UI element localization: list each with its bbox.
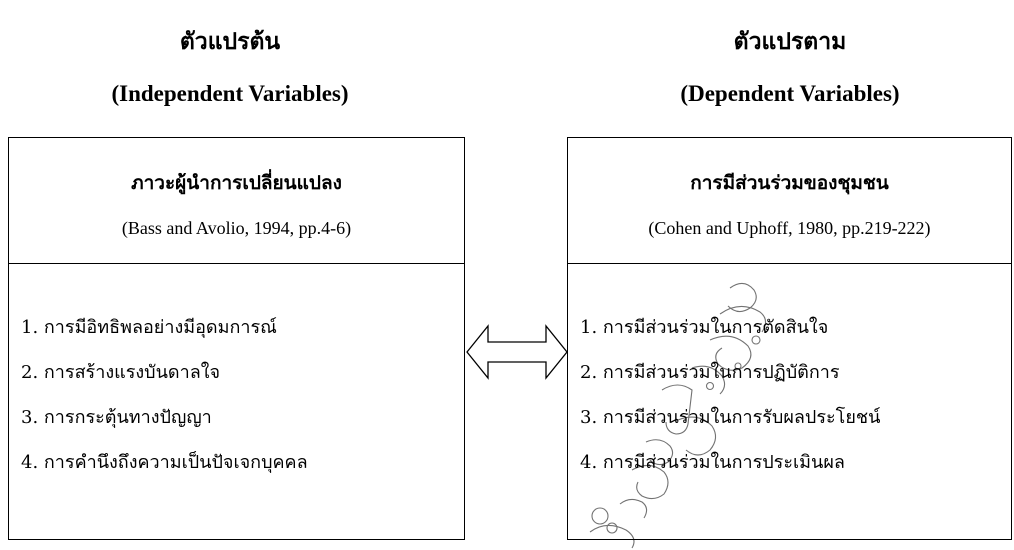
list-item: 2. การสร้างแรงบันดาลใจ [21, 362, 221, 383]
independent-variable-list: 1. การมีอิทธิพลอย่างมีอุดมการณ์ 2. การสร… [21, 316, 456, 496]
independent-box-citation: (Bass and Avolio, 1994, pp.4-6) [121, 218, 352, 238]
dependent-variable-list: 1. การมีส่วนร่วมในการตัดสินใจ 2. การมีส่… [580, 316, 1003, 496]
independent-box-header: ภาวะผู้นำการเปลี่ยนแปลง (Bass and Avolio… [9, 138, 464, 264]
list-item: 2. การมีส่วนร่วมในการปฏิบัติการ [580, 362, 840, 383]
list-item: 4. การคำนึงถึงความเป็นปัจเจกบุคคล [21, 452, 308, 473]
independent-heading-english: (Independent Variables) [111, 81, 349, 106]
dependent-box-header: การมีส่วนร่วมของชุมชน (Cohen and Uphoff,… [568, 138, 1011, 264]
independent-heading-thai: ตัวแปรต้น [179, 28, 281, 55]
dependent-box-title: การมีส่วนร่วมของชุมชน [690, 172, 889, 194]
list-item: 3. การกระตุ้นทางปัญญา [21, 407, 212, 428]
list-item: 4. การมีส่วนร่วมในการประเมินผล [580, 452, 845, 473]
double-arrow-icon [466, 324, 568, 380]
independent-box-title: ภาวะผู้นำการเปลี่ยนแปลง [131, 172, 342, 194]
list-item: 3. การมีส่วนร่วมในการรับผลประโยชน์ [580, 407, 881, 428]
list-item: 1. การมีส่วนร่วมในการตัดสินใจ [580, 317, 829, 338]
independent-variables-box: ภาวะผู้นำการเปลี่ยนแปลง (Bass and Avolio… [8, 137, 465, 540]
list-item: 1. การมีอิทธิพลอย่างมีอุดมการณ์ [21, 317, 277, 338]
dependent-heading-english: (Dependent Variables) [680, 81, 900, 106]
dependent-box-citation: (Cohen and Uphoff, 1980, pp.219-222) [648, 218, 931, 238]
dependent-heading-thai: ตัวแปรตาม [733, 28, 847, 55]
dependent-variables-box: การมีส่วนร่วมของชุมชน (Cohen and Uphoff,… [567, 137, 1012, 540]
